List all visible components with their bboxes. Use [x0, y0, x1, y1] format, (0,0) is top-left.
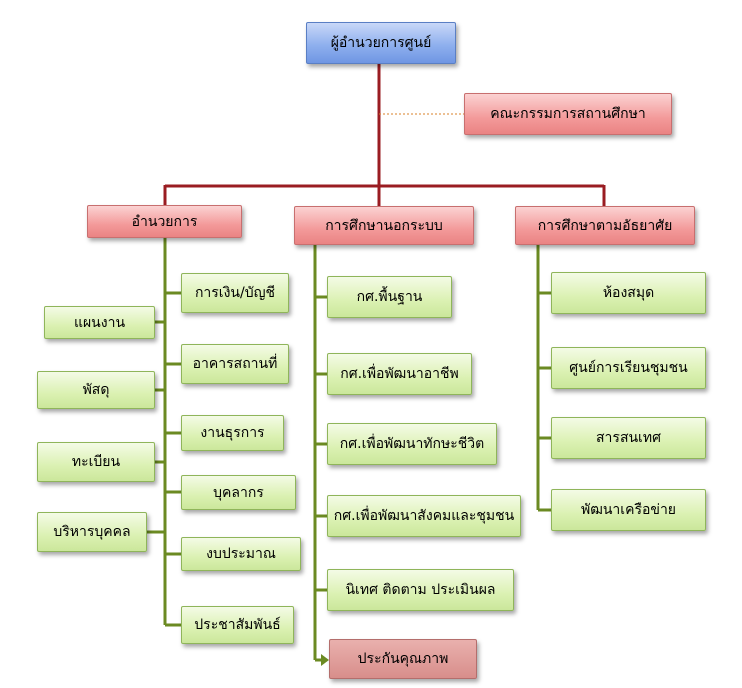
informal-department-box: การศึกษาตามอัธยาศัย — [515, 206, 695, 245]
admin-right-item: งบประมาณ — [181, 537, 301, 571]
admin-left-item: บริหารบุคคล — [37, 512, 147, 552]
informal-item: สารสนเทศ — [551, 417, 706, 459]
admin-right-item: อาคารสถานที่ — [181, 344, 289, 384]
admin-right-item: บุคลากร — [181, 475, 296, 510]
nonformal-item: กศ.พื้นฐาน — [327, 276, 452, 318]
director-box: ผู้อำนวยการศูนย์ — [306, 22, 456, 64]
nonformal-item: กศ.เพื่อพัฒนาสังคมและชุมชน — [327, 495, 521, 537]
nonformal-item: กศ.เพื่อพัฒนาอาชีพ — [327, 353, 472, 395]
quality-assurance-box: ประกันคุณภาพ — [329, 639, 477, 679]
nonformal-item: กศ.เพื่อพัฒนาทักษะชีวิต — [327, 423, 497, 465]
informal-item: ศูนย์การเรียนชุมชน — [551, 347, 706, 389]
nonformal-item: นิเทศ ติดตาม ประเมินผล — [327, 569, 514, 611]
nonformal-department-box: การศึกษานอกระบบ — [294, 206, 474, 245]
committee-box: คณะกรรมการสถานศึกษา — [464, 93, 672, 135]
informal-item: พัฒนาเครือข่าย — [551, 489, 706, 531]
admin-left-item: พัสดุ — [37, 371, 155, 409]
quality-arrow-icon — [321, 654, 329, 666]
admin-left-item: แผนงาน — [44, 306, 155, 339]
admin-department-box: อำนวยการ — [87, 205, 242, 238]
admin-left-item: ทะเบียน — [37, 442, 155, 482]
admin-right-item: ประชาสัมพันธ์ — [181, 606, 294, 644]
informal-item: ห้องสมุด — [551, 272, 706, 314]
admin-right-item: การเงิน/บัญชี — [181, 273, 289, 313]
admin-right-item: งานธุรการ — [181, 415, 284, 451]
